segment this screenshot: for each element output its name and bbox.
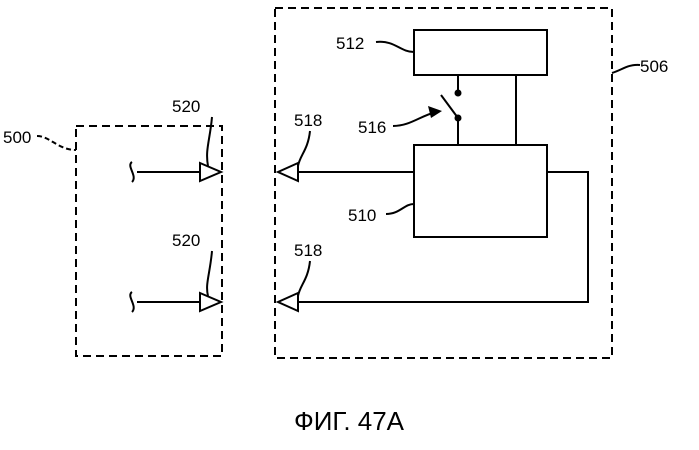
label-516: 516 — [358, 118, 386, 137]
leader-512 — [376, 42, 414, 52]
connector-520-top — [200, 163, 221, 181]
label-500: 500 — [3, 128, 31, 147]
leader-520-bottom — [207, 251, 212, 296]
figure-caption: ФИГ. 47A — [294, 406, 405, 436]
block-510 — [414, 145, 547, 237]
switch-516-blade — [441, 95, 458, 118]
leader-518-bottom — [298, 261, 310, 296]
leader-500 — [37, 136, 76, 150]
connector-518-bottom — [278, 293, 298, 311]
label-518-bottom: 518 — [294, 241, 322, 260]
leader-510 — [386, 204, 414, 214]
label-520-top: 520 — [172, 97, 200, 116]
label-506: 506 — [640, 57, 668, 76]
break-symbol-bottom — [130, 292, 133, 312]
label-512: 512 — [336, 34, 364, 53]
leader-506 — [612, 65, 640, 73]
break-symbol-top — [130, 162, 133, 182]
connector-520-bottom — [200, 293, 221, 311]
block-512 — [414, 30, 547, 75]
leader-520-top — [207, 117, 212, 166]
leader-516 — [393, 112, 436, 126]
label-510: 510 — [348, 206, 376, 225]
switch-contact-top — [455, 90, 462, 97]
connector-518-top — [278, 163, 298, 181]
label-520-bottom: 520 — [172, 231, 200, 250]
leader-518-top — [298, 131, 310, 166]
arrow-516-head — [428, 106, 442, 118]
switch-wire — [458, 75, 516, 145]
switch-contact-bottom — [455, 115, 462, 122]
label-518-top: 518 — [294, 111, 322, 130]
module-506-boundary — [275, 8, 612, 358]
